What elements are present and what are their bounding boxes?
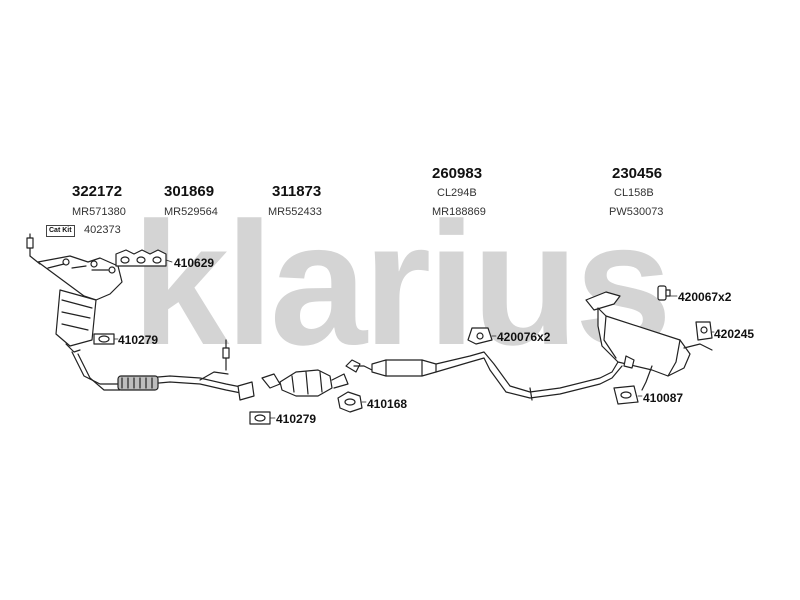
part-number-260983: 260983 (432, 165, 483, 182)
mount-centre-icon (467, 327, 493, 345)
part-number-322172: 322172 (72, 183, 123, 200)
part-number-230456: 230456 (612, 165, 663, 182)
centre-gasket-icon (337, 391, 363, 413)
callout-420067x2: 420067x2 (678, 290, 732, 304)
sub-ref-cl294b: CL294B (437, 187, 477, 199)
callout-410168: 410168 (367, 397, 408, 411)
catalytic-converter (261, 369, 349, 397)
brand-watermark: klarius (131, 187, 672, 382)
leader-lines (113, 259, 715, 419)
centre-silencer (345, 351, 623, 401)
clamp-rear-icon (695, 321, 713, 341)
sub-ref-cl158b: CL158B (614, 187, 654, 199)
manifold-gasket (115, 249, 167, 267)
rear-silencer (585, 291, 713, 391)
callout-410279-front: 410279 (118, 333, 159, 347)
oem-ref-mr552433: MR552433 (268, 206, 322, 218)
manifold-catalyst (37, 255, 123, 353)
part-number-311873: 311873 (272, 183, 322, 200)
oem-ref-mr529564: MR529564 (164, 206, 218, 218)
callout-410279-cat: 410279 (276, 412, 317, 426)
mount-rear-top-icon (657, 285, 671, 301)
part-number-301869: 301869 (164, 183, 215, 200)
lambda-sensor-front (26, 233, 41, 265)
callout-410087: 410087 (643, 391, 684, 405)
callout-420076x2: 420076x2 (497, 330, 551, 344)
oem-ref-mr571380: MR571380 (72, 206, 126, 218)
oem-ref-mr188869: MR188869 (432, 206, 486, 218)
callout-420245: 420245 (714, 327, 755, 341)
flange-gasket-cat-icon (249, 411, 271, 425)
flange-gasket-front-icon (93, 333, 115, 345)
cat-kit-number: 402373 (84, 224, 121, 236)
rear-gasket-icon (613, 385, 639, 405)
front-pipe (71, 339, 255, 401)
cat-kit-badge: Cat Kit (46, 225, 75, 237)
oem-ref-pw530073: PW530073 (609, 206, 664, 218)
callout-410629: 410629 (174, 256, 215, 270)
